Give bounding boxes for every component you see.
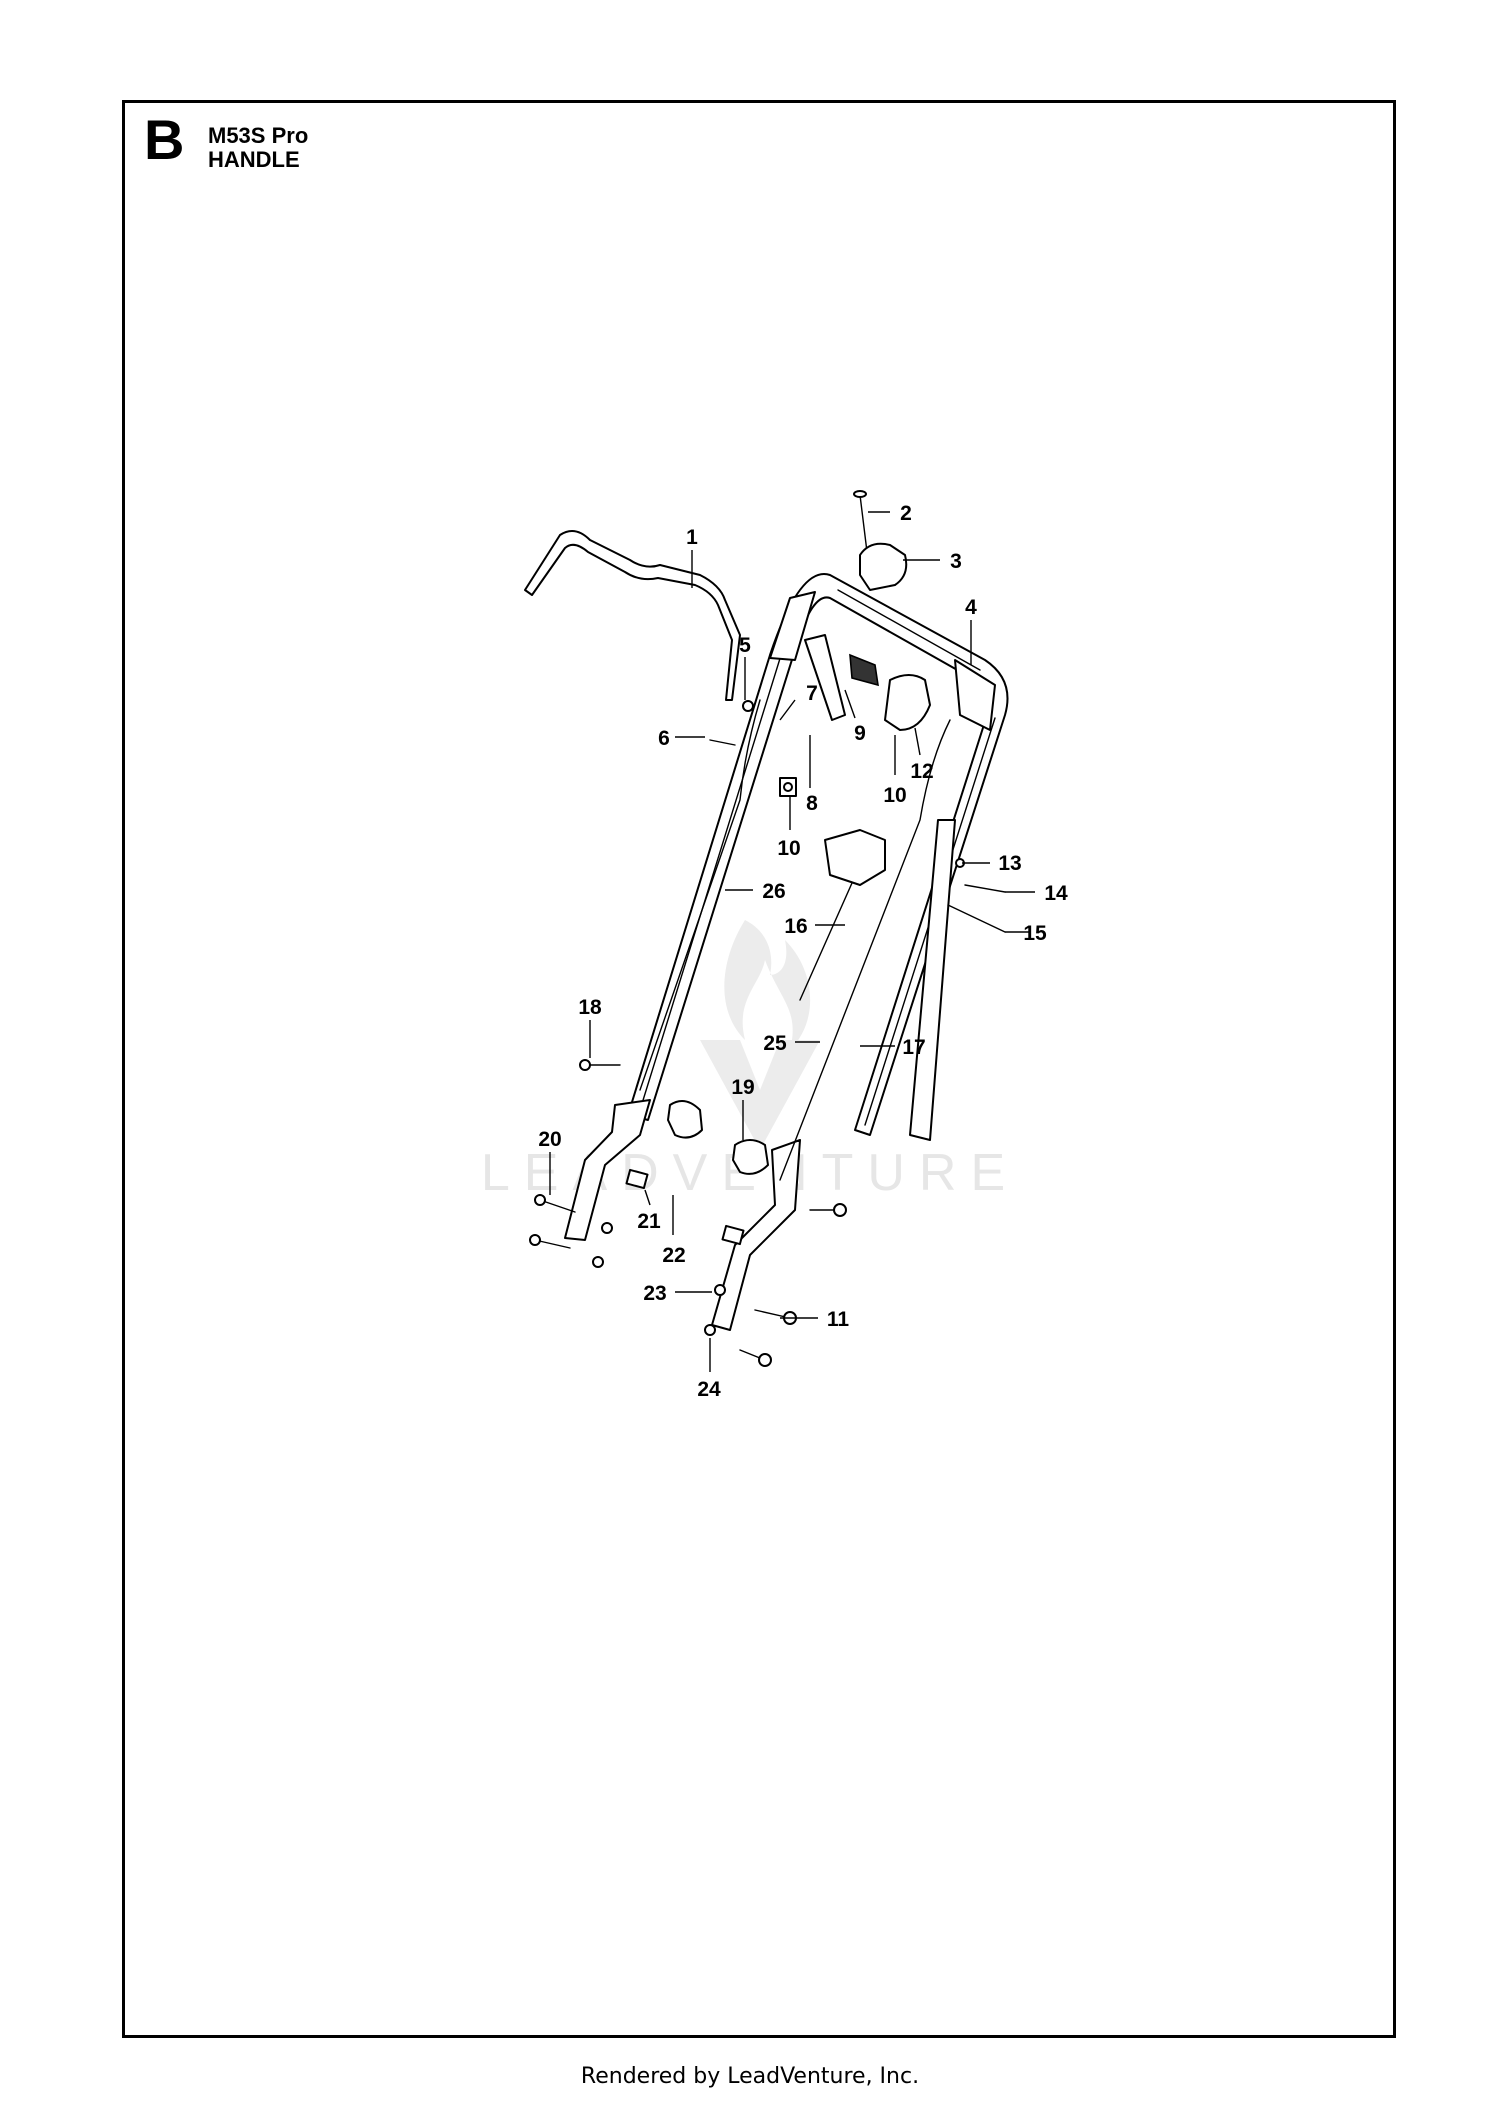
part-1-bail-lever	[524, 530, 741, 701]
callout-23: 23	[643, 1282, 712, 1305]
part-3-cap	[859, 542, 908, 591]
section-title: HANDLE	[208, 147, 300, 172]
part-21-clip	[625, 1168, 649, 1190]
spring	[849, 653, 879, 687]
svg-text:6: 6	[658, 727, 670, 750]
svg-text:15: 15	[1023, 922, 1047, 945]
part-12-housing	[884, 674, 931, 731]
svg-text:3: 3	[950, 550, 962, 573]
svg-text:8: 8	[806, 792, 818, 815]
part-25-cable	[779, 719, 951, 1181]
part-16-control-box	[824, 829, 886, 886]
callout-8: 8	[806, 735, 818, 815]
svg-text:26: 26	[762, 880, 785, 903]
svg-text:18: 18	[578, 996, 602, 1019]
diagram-frame	[122, 100, 1396, 2038]
callout-14: 14	[1005, 882, 1068, 905]
callout-24: 24	[697, 1338, 721, 1401]
part-16-rod	[799, 864, 861, 1001]
svg-text:16: 16	[784, 915, 807, 938]
svg-text:21: 21	[637, 1210, 661, 1233]
callout-20: 20	[538, 1128, 562, 1195]
callout-2: 2	[868, 502, 912, 525]
svg-text:13: 13	[998, 852, 1021, 875]
svg-text:20: 20	[538, 1128, 561, 1151]
callout-21: 21	[637, 1189, 661, 1233]
callout-4: 4	[965, 596, 977, 665]
callout-11: 11	[780, 1308, 849, 1331]
callout-12: 12	[910, 727, 934, 783]
part-21-clip-right	[721, 1224, 745, 1246]
callout-17: 17	[860, 1036, 926, 1059]
svg-text:10: 10	[883, 784, 906, 807]
svg-text:25: 25	[763, 1032, 787, 1055]
svg-text:9: 9	[854, 722, 866, 745]
part-9-lever-assembly	[804, 634, 879, 721]
svg-text:2: 2	[900, 502, 912, 525]
callout-13: 13	[962, 852, 1022, 875]
callout-18: 18	[578, 996, 602, 1058]
svg-text:1: 1	[686, 526, 698, 549]
part-4-upper-handle	[627, 573, 1009, 1136]
part-19-knob-upper	[667, 1100, 703, 1139]
callout-25: 25	[763, 1032, 820, 1055]
model-name: M53S Pro	[208, 123, 309, 148]
callout-15: 15	[1005, 922, 1047, 945]
callout-1: 1	[686, 526, 698, 588]
svg-text:10: 10	[777, 837, 800, 860]
callout-10b: 10	[883, 735, 907, 807]
watermark-flame-icon	[724, 920, 811, 1050]
svg-text:24: 24	[697, 1378, 721, 1401]
svg-text:11: 11	[827, 1308, 850, 1331]
part-17-lower-handle	[564, 819, 956, 1331]
footer-credit: Rendered by LeadVenture, Inc.	[580, 2064, 920, 2089]
svg-text:14: 14	[1044, 882, 1068, 905]
grip-sleeve-left	[769, 591, 816, 661]
lower-handle-right-bar	[909, 819, 956, 1141]
part-19-knob-lower	[732, 1139, 769, 1175]
callout-22: 22	[662, 1195, 686, 1267]
callout-16: 16	[784, 915, 845, 938]
section-letter: B	[144, 108, 185, 171]
svg-text:12: 12	[910, 760, 933, 783]
lower-handle-right-lower	[711, 1139, 801, 1331]
callout-26: 26	[725, 880, 786, 903]
svg-text:17: 17	[902, 1036, 925, 1059]
callout-10a: 10	[777, 795, 801, 860]
svg-text:23: 23	[643, 1282, 666, 1305]
callout-19: 19	[731, 1076, 755, 1140]
callout-6: 6	[658, 727, 705, 750]
callout-5: 5	[739, 634, 751, 700]
grip-sleeve-right	[954, 659, 996, 731]
callout-9: 9	[844, 689, 866, 745]
watermark-chevron-icon	[700, 1040, 820, 1150]
title-block: M53S Pro HANDLE	[208, 124, 308, 172]
part-26-cable	[639, 699, 761, 1091]
callout-3: 3	[903, 550, 962, 573]
fasteners	[529, 700, 1006, 1367]
svg-text:22: 22	[662, 1244, 685, 1267]
svg-text:4: 4	[965, 596, 977, 619]
callout-7: 7	[779, 682, 818, 721]
svg-text:5: 5	[739, 634, 751, 657]
lower-handle-left-bar	[564, 1099, 651, 1241]
svg-text:7: 7	[806, 682, 818, 705]
svg-text:19: 19	[731, 1076, 754, 1099]
